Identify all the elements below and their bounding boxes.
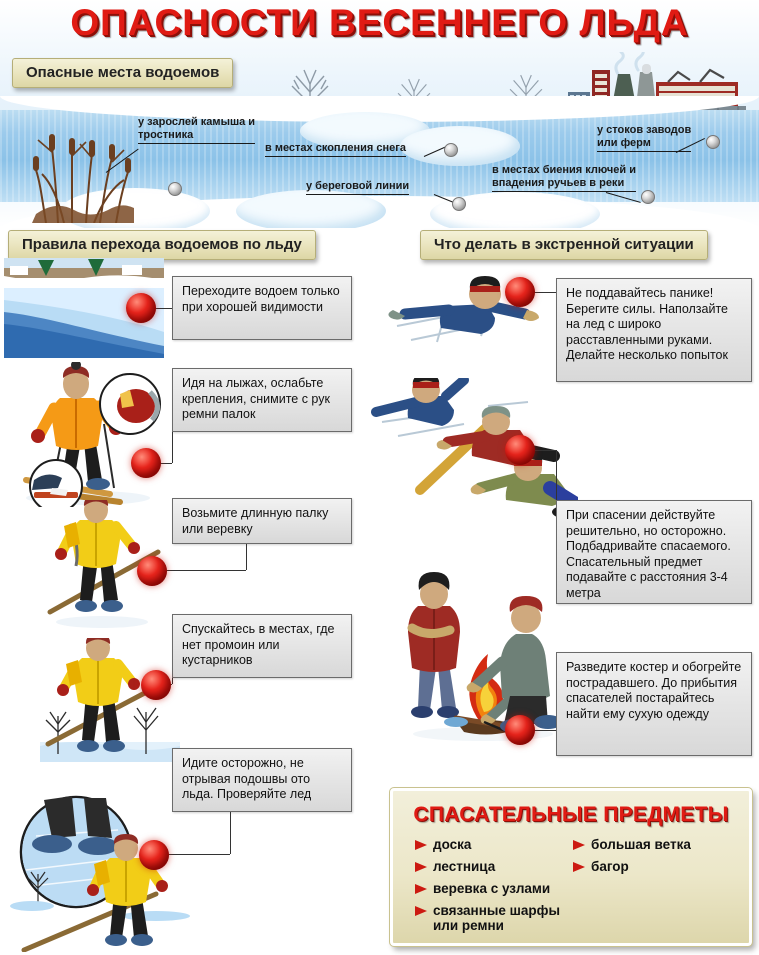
arrow-icon — [415, 906, 427, 916]
rule-box-3: Возьмите длинную палку или веревку — [172, 498, 352, 544]
connector-line — [172, 678, 173, 684]
emergency-box-1: Не поддавайтесь панике! Берегите силы. Н… — [556, 278, 752, 382]
illustration-man-near-bushes — [40, 638, 180, 762]
list-item: большая ветка — [573, 837, 731, 852]
list-item-label: связанные шарфы или ремни — [433, 903, 560, 933]
rule-box-4: Спускайтесь в местах, где нет промоин ил… — [172, 614, 352, 678]
connector-line — [246, 544, 247, 570]
callout-snow: в местах скопления снега — [265, 142, 406, 157]
marker-dot — [706, 135, 720, 149]
arrow-icon — [415, 884, 427, 894]
illustration-rescue-chain — [371, 378, 578, 518]
bullet-marker — [141, 670, 171, 700]
list-item-label: доска — [433, 837, 472, 852]
list-item-label: веревка с узлами — [433, 881, 551, 896]
bullet-marker — [139, 840, 169, 870]
callout-reeds: у зарослей камыша и тростника — [138, 116, 256, 144]
arrow-icon — [573, 840, 585, 850]
emergency-box-2: При спасении действуйте решительно, но о… — [556, 500, 752, 604]
marker-dot — [444, 143, 458, 157]
arrow-icon — [573, 862, 585, 872]
section-heading-rules: Правила перехода водоемов по льду — [8, 230, 316, 260]
connector-line — [172, 432, 173, 463]
connector-line — [166, 570, 246, 571]
section-heading-emergency: Что делать в экстренной ситуации — [420, 230, 708, 260]
rescue-items-column-right: большая ветка багор — [573, 837, 731, 940]
bullet-marker — [505, 435, 535, 465]
illustration-skier — [23, 362, 161, 507]
illustration-frozen-river — [4, 258, 164, 358]
rescue-items-title: СПАСАТЕЛЬНЫЕ ПРЕДМЕТЫ — [413, 803, 729, 826]
list-item-label: багор — [591, 859, 629, 874]
list-item: лестница — [415, 859, 573, 874]
illustration-crawling-on-ice — [388, 276, 539, 343]
connector-line — [556, 450, 557, 500]
illustration-campfire-warming — [407, 572, 562, 741]
callout-shore: у береговой линии — [306, 180, 410, 195]
rescue-items-panel: СПАСАТЕЛЬНЫЕ ПРЕДМЕТЫ доска лестница вер… — [389, 787, 753, 947]
arrow-icon — [415, 840, 427, 850]
list-item: связанные шарфы или ремни — [415, 903, 573, 933]
rule-box-5: Идите осторожно, не отрывая подошвы ото … — [172, 748, 352, 812]
rescue-items-columns: доска лестница веревка с узлами связанны… — [393, 827, 749, 940]
bullet-marker — [126, 293, 156, 323]
callout-springs: в местах биения ключей и впадения ручьев… — [492, 164, 636, 192]
rescue-items-column-left: доска лестница веревка с узлами связанны… — [415, 837, 573, 940]
list-item-label: лестница — [433, 859, 496, 874]
emergency-box-3: Разведите костер и обогрейте пострадавше… — [556, 652, 752, 756]
connector-line — [532, 730, 556, 731]
danger-places-banner: Опасные места водоемов — [12, 58, 234, 88]
callout-factory: у стоков заводов или ферм — [597, 124, 692, 152]
connector-line — [168, 854, 230, 855]
list-item: багор — [573, 859, 731, 874]
marker-dot — [168, 182, 182, 196]
rule-box-1: Переходите водоем только при хорошей вид… — [172, 276, 352, 340]
list-item: веревка с узлами — [415, 881, 573, 896]
connector-line — [230, 812, 231, 854]
ice-floe — [400, 126, 520, 166]
connector-line — [152, 308, 172, 309]
bullet-marker — [505, 715, 535, 745]
page-title: ОПАСНОСТИ ВЕСЕННЕГО ЛЬДА — [70, 2, 689, 43]
marker-dot — [641, 190, 655, 204]
rule-box-2: Идя на лыжах, ослабьте крепления, снимит… — [172, 368, 352, 432]
reeds-icon — [32, 134, 134, 223]
arrow-icon — [415, 862, 427, 872]
top-scene: ОПАСНОСТИ ВЕСЕННЕГО ЛЬДА Опасные места в… — [0, 0, 759, 228]
connector-line — [152, 463, 172, 464]
bullet-marker — [137, 556, 167, 586]
marker-dot — [452, 197, 466, 211]
connector-line — [532, 450, 556, 451]
illustration-feet-on-ice — [10, 795, 190, 952]
list-item-label: большая ветка — [591, 837, 691, 852]
connector-line — [532, 292, 556, 293]
list-item: доска — [415, 837, 573, 852]
bullet-marker — [505, 277, 535, 307]
snow-drift — [236, 190, 386, 228]
bullet-marker — [131, 448, 161, 478]
